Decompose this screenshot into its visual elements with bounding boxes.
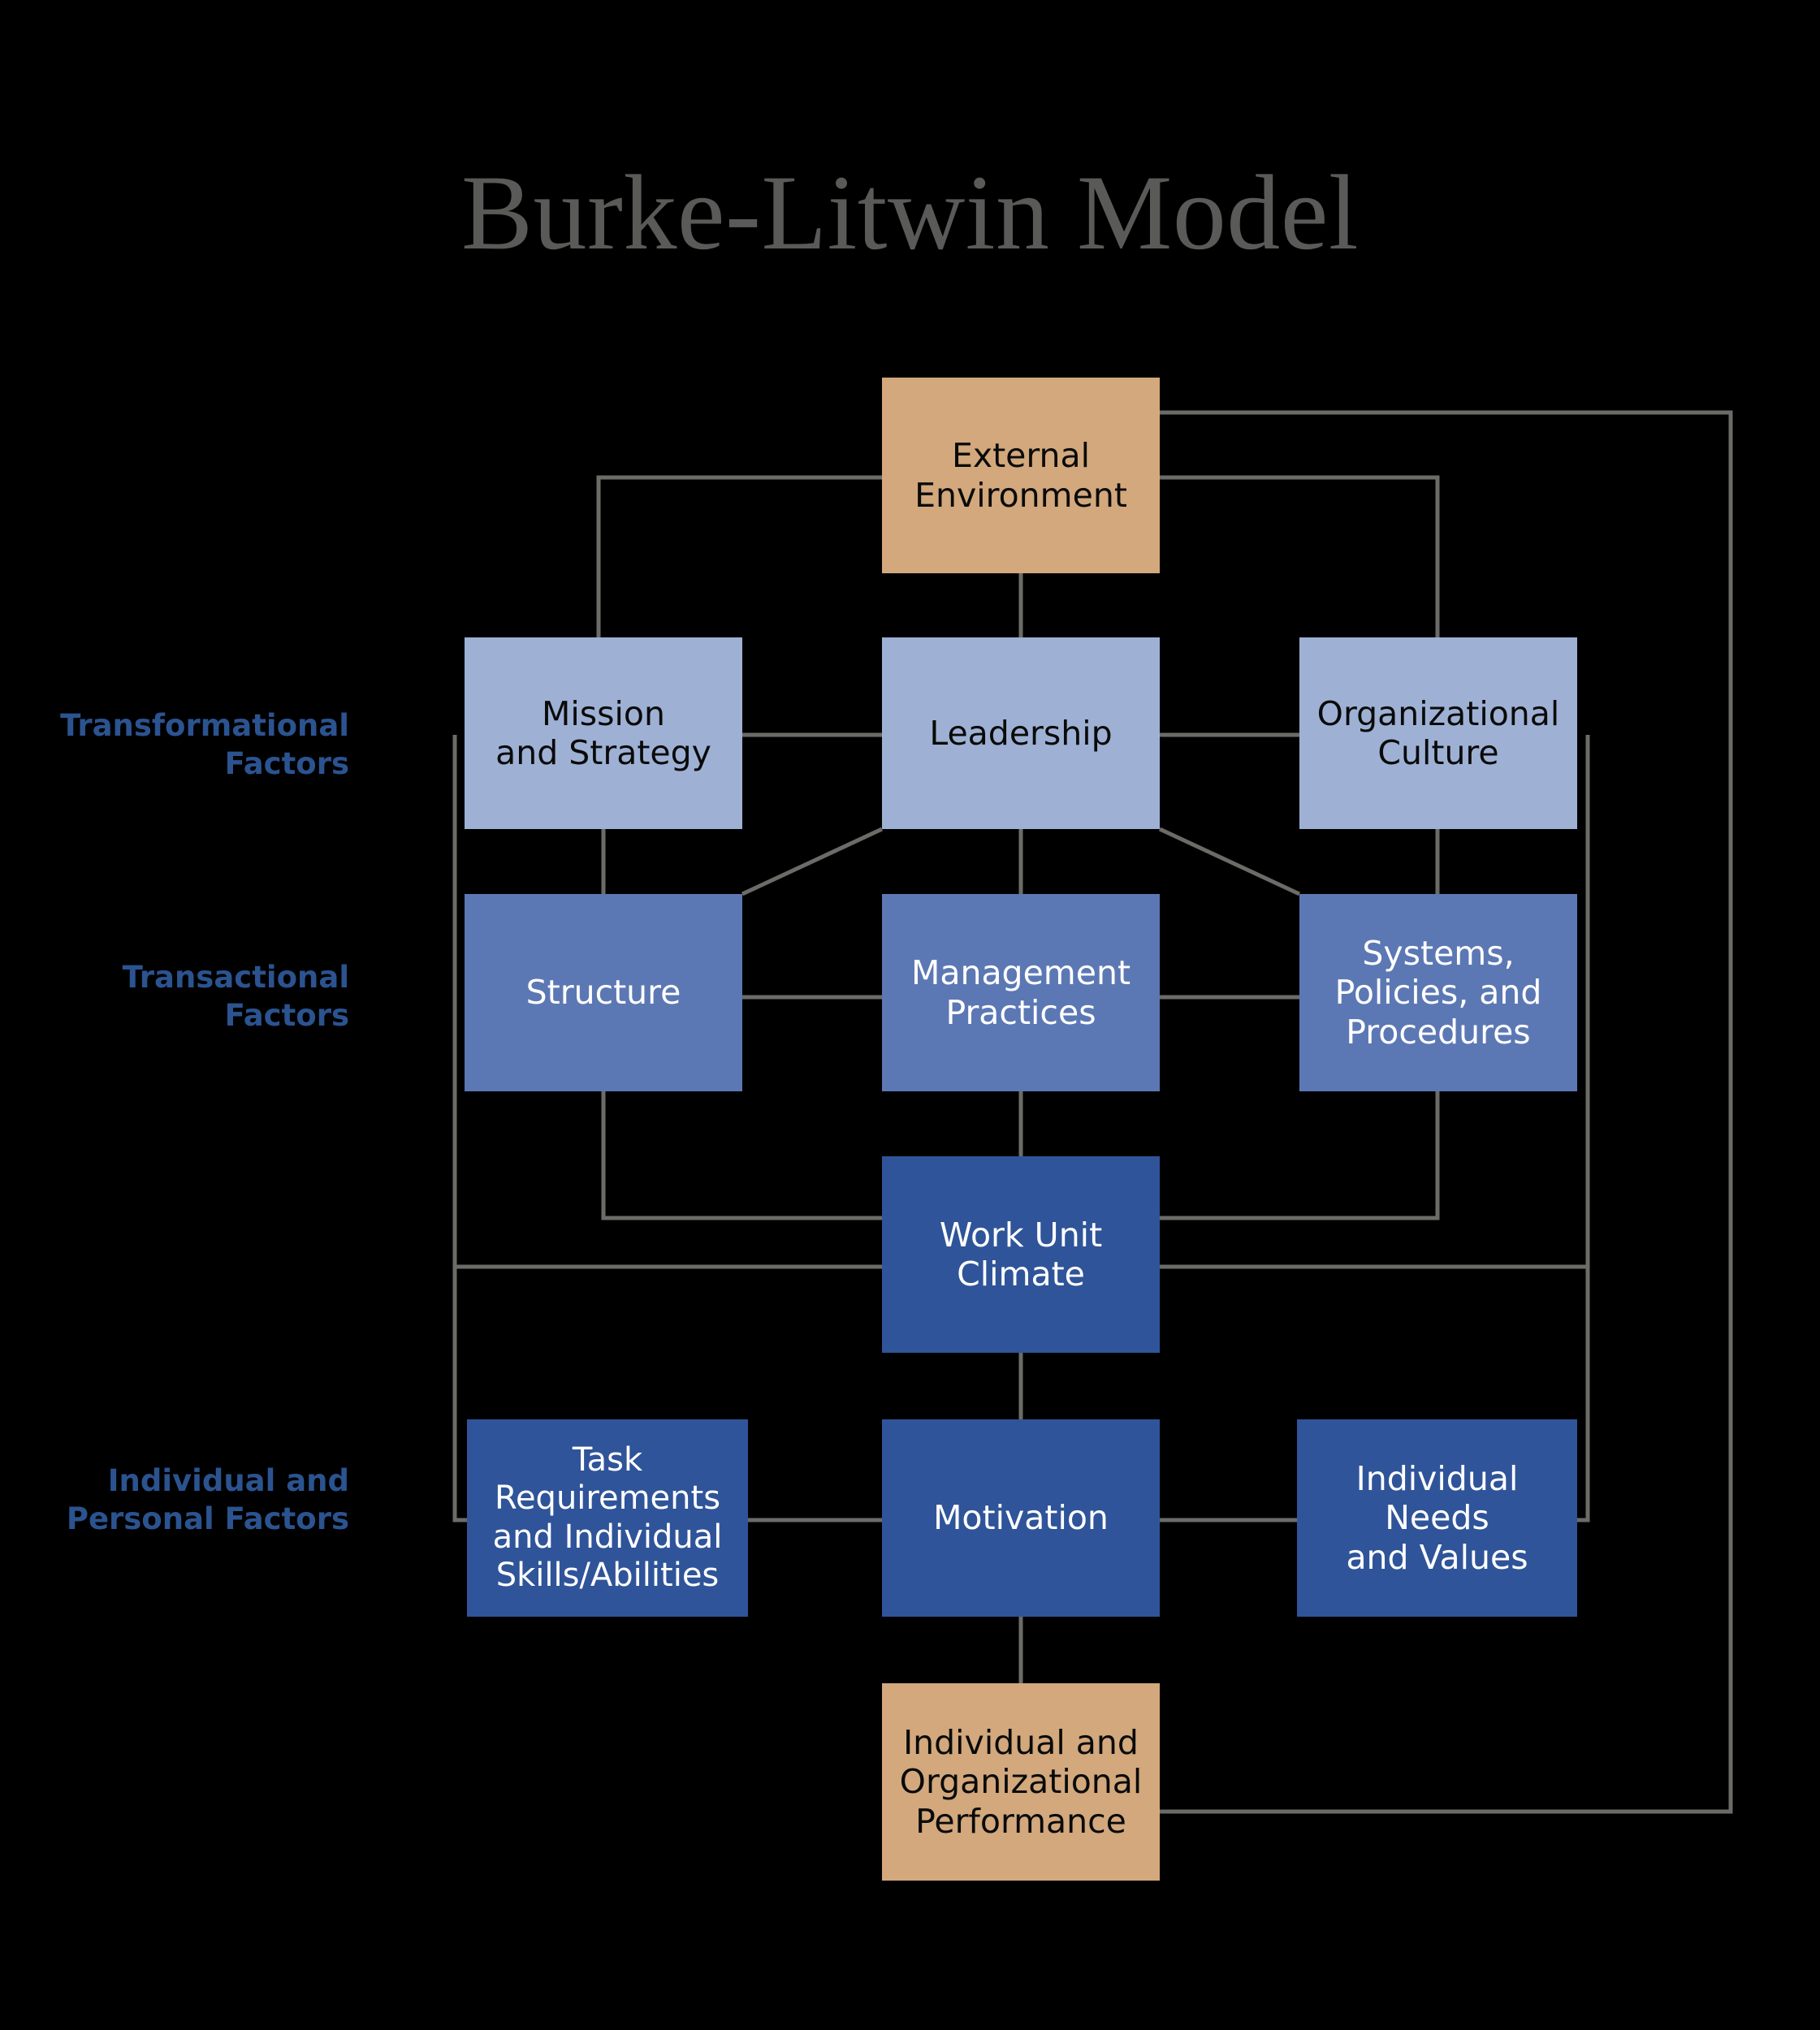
node-individual-needs-and-values[interactable]: Individual Needs and Values — [1297, 1419, 1577, 1617]
wire-leadership-to-structure — [741, 827, 884, 896]
node-external-environment[interactable]: External Environment — [882, 378, 1160, 573]
wire-leadership-to-systems — [1158, 827, 1301, 896]
node-task-requirements-and-individual-skills-abilities[interactable]: Task Requirements and Individual Skills/… — [467, 1419, 748, 1617]
group-label-transformational: Transformational Factors — [60, 708, 349, 782]
node-work-unit-climate[interactable]: Work Unit Climate — [882, 1156, 1160, 1353]
wire-structure-to-climate — [601, 1091, 882, 1220]
wire-right-outer-rail — [1499, 735, 1590, 1522]
page-title: Burke-Litwin Model — [460, 153, 1360, 272]
wire-external-to-mission — [596, 475, 882, 637]
node-systems-policies-and-procedures[interactable]: Systems, Policies, and Procedures — [1299, 894, 1577, 1091]
node-mission-and-strategy[interactable]: Mission and Strategy — [465, 637, 742, 829]
group-label-transactional: Transactional Factors — [122, 960, 349, 1034]
node-leadership[interactable]: Leadership — [882, 637, 1160, 829]
wire-systems-to-climate — [1160, 1091, 1440, 1220]
node-management-practices[interactable]: Management Practices — [882, 894, 1160, 1091]
wire-left-outer-rail — [452, 735, 540, 1522]
group-label-individual-personal: Individual and Personal Factors — [66, 1463, 349, 1537]
node-motivation[interactable]: Motivation — [882, 1419, 1160, 1617]
wire-external-to-culture — [1160, 475, 1440, 637]
node-organizational-culture[interactable]: Organizational Culture — [1299, 637, 1577, 829]
node-structure[interactable]: Structure — [465, 894, 742, 1091]
node-individual-and-organizational-performance[interactable]: Individual and Organizational Performanc… — [882, 1683, 1160, 1881]
